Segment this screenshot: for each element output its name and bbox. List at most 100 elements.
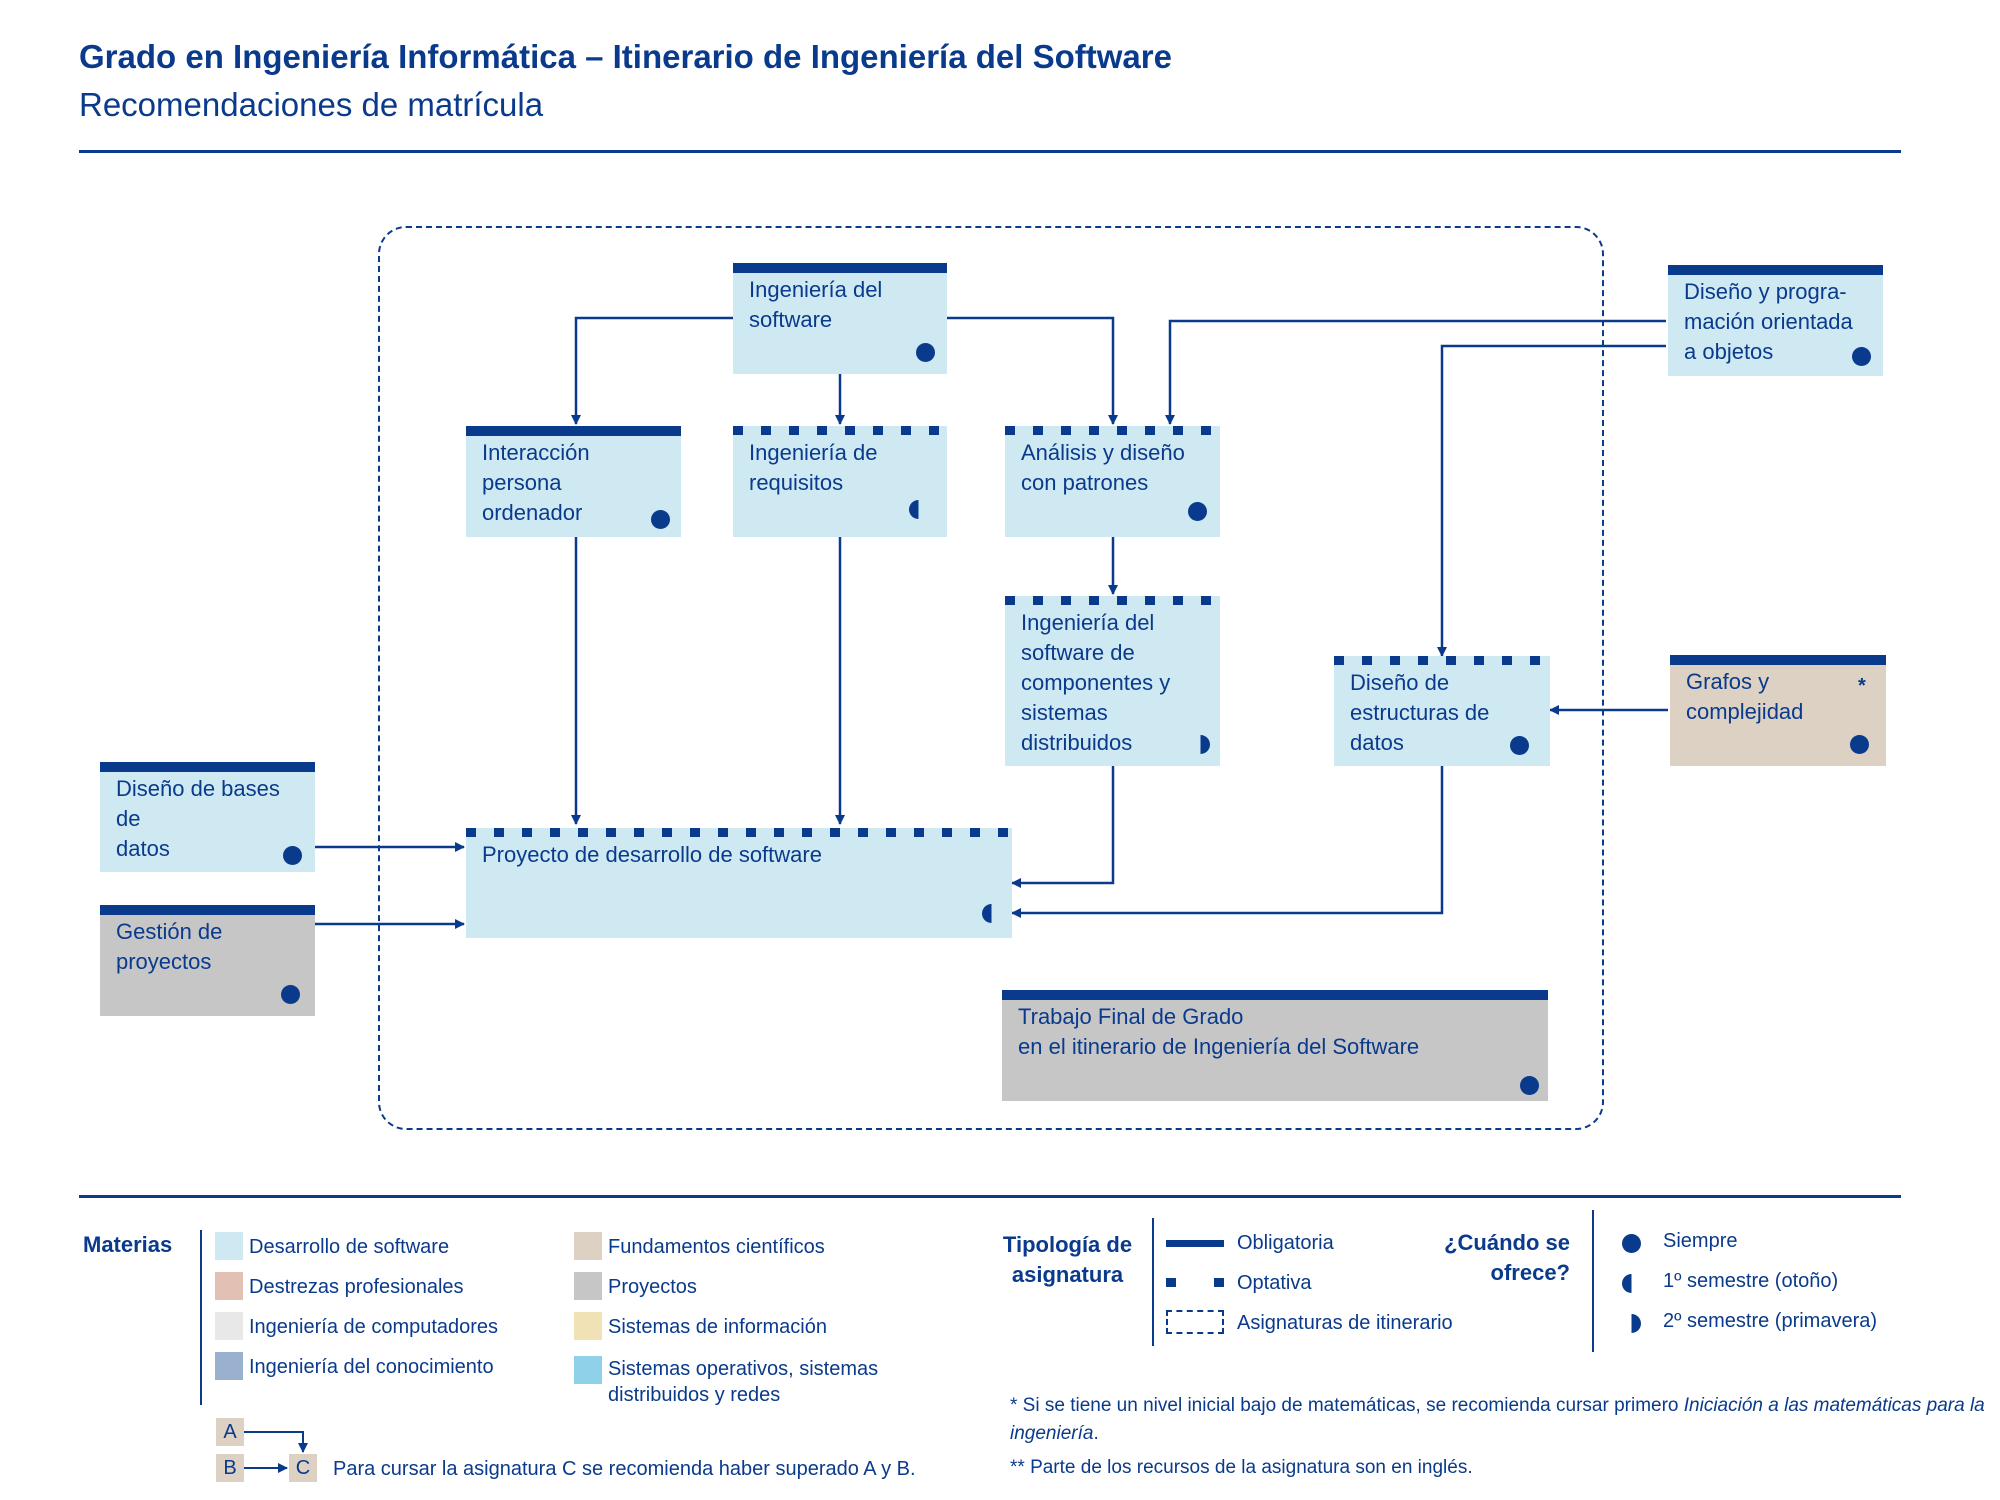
subject-label: Interacción persona ordenador [482, 440, 590, 525]
optional-bar [1005, 596, 1220, 605]
example-box-b: B [216, 1454, 244, 1482]
subject-proyecto-desarrollo: Proyecto de desarrollo de software [466, 828, 1012, 938]
legend-conocimiento: Ingeniería del conocimiento [249, 1356, 494, 1378]
legend-desarrollo-software: Desarrollo de software [249, 1236, 450, 1258]
legend-separator [200, 1230, 202, 1405]
arrow-estructuras-to-proyecto [1011, 766, 1444, 918]
always-icon [916, 343, 935, 362]
mandatory-bar [733, 263, 947, 273]
subject-label: Ingeniería del software de componentes y… [1021, 610, 1171, 755]
subject-diseno-poo: Diseño y progra- mación orientada a obje… [1668, 265, 1883, 376]
optional-bar [466, 828, 1012, 837]
legend-siempre: Siempre [1663, 1230, 1738, 1252]
swatch-fundamentos [574, 1232, 602, 1260]
subject-label: Diseño de bases de datos [116, 776, 280, 861]
itinerary-frame [378, 226, 1604, 1130]
legend-computadores: Ingeniería de computadores [249, 1316, 499, 1338]
swatch-sistemas-informacion [574, 1312, 602, 1340]
footnote-2: ** Parte de los recursos de la asignatur… [1010, 1457, 1473, 1478]
legend-separator [1152, 1218, 1154, 1346]
mandatory-bar [1002, 990, 1548, 1000]
subject-interaccion: Interacción persona ordenador [466, 426, 681, 537]
swatch-desarrollo-software [215, 1232, 243, 1260]
subject-requisitos: Ingeniería de requisitos [733, 426, 947, 537]
second-semester-icon [1622, 1314, 1641, 1333]
legend-optativa: Optativa [1237, 1272, 1312, 1294]
first-semester-icon [982, 904, 1001, 923]
example-box-c: C [289, 1454, 317, 1482]
always-icon [1850, 735, 1869, 754]
subject-ingenieria-software: Ingeniería del software [733, 263, 947, 374]
swatch-destrezas [215, 1272, 243, 1300]
arrow-componentes-to-proyecto [1011, 766, 1115, 888]
always-icon [281, 985, 300, 1004]
subject-tfg: Trabajo Final de Grado en el itinerario … [1002, 990, 1548, 1101]
legend-segundo-semestre: 2º semestre (primavera) [1663, 1310, 1878, 1332]
header-divider [79, 150, 1901, 153]
legend-obligatoria: Obligatoria [1237, 1232, 1334, 1254]
arrow-poo-to-estructuras [1437, 344, 1666, 657]
page-subtitle: Recomendaciones de matrícula [79, 86, 544, 123]
legend-sistemas-informacion: Sistemas de información [608, 1316, 827, 1338]
mandatory-bar [1668, 265, 1883, 275]
footnote-1: * Si se tiene un nivel inicial bajo de m… [1010, 1395, 1985, 1444]
legend-divider [79, 1195, 1901, 1198]
subject-label: Ingeniería de requisitos [749, 440, 878, 495]
mandatory-bar [466, 426, 681, 436]
legend-separator [1592, 1210, 1594, 1352]
always-icon [1852, 347, 1871, 366]
subject-bases-datos: Diseño de bases de datos [100, 762, 315, 872]
subject-label: Grafos y complejidad [1686, 669, 1804, 724]
always-icon [1510, 736, 1529, 755]
optional-bar [1334, 656, 1550, 665]
arrow-poo-to-analisis [1165, 319, 1666, 425]
legend-destrezas: Destrezas profesionales [249, 1276, 464, 1298]
example-text: Para cursar la asignatura C se recomiend… [333, 1458, 916, 1480]
mandatory-sample [1166, 1240, 1224, 1247]
subject-gestion-proyectos: Gestión de proyectos [100, 905, 315, 1016]
legend-fundamentos: Fundamentos científicos [608, 1236, 825, 1258]
swatch-sistemas-operativos [574, 1356, 602, 1384]
subject-label: Proyecto de desarrollo de software [482, 842, 822, 867]
swatch-computadores [215, 1312, 243, 1340]
mandatory-bar [100, 905, 315, 915]
cuando-title: ¿Cuándo se ofrece? [1444, 1230, 1570, 1285]
subject-label: Gestión de proyectos [116, 919, 223, 974]
legend-primer-semestre: 1º semestre (otoño) [1663, 1270, 1839, 1292]
subject-estructuras-datos: Diseño de estructuras de datos [1334, 656, 1550, 766]
swatch-conocimiento [215, 1352, 243, 1380]
always-icon [283, 846, 302, 865]
itinerary-sample [1166, 1310, 1224, 1334]
legend-proyectos: Proyectos [608, 1276, 697, 1298]
subject-label: Análisis y diseño con patrones [1021, 440, 1185, 495]
first-semester-icon [909, 500, 928, 519]
page-title: Grado en Ingeniería Informática – Itiner… [79, 38, 1172, 75]
subject-analisis-diseno: Análisis y diseño con patrones [1005, 426, 1220, 537]
example-box-a: A [216, 1418, 244, 1446]
optional-bar [733, 426, 947, 435]
always-icon [1188, 502, 1207, 521]
subject-label: Trabajo Final de Grado en el itinerario … [1018, 1004, 1420, 1059]
first-semester-icon [1622, 1274, 1641, 1293]
subject-label: Diseño de estructuras de datos [1350, 670, 1490, 755]
optional-sample [1166, 1278, 1224, 1287]
mandatory-bar [100, 762, 315, 772]
tipologia-title: Tipología de asignatura [1002, 1232, 1133, 1287]
subject-label: Ingeniería del software [749, 277, 883, 332]
always-icon [651, 510, 670, 529]
footnote-mark: * [1858, 675, 1866, 697]
subject-componentes: Ingeniería del software de componentes y… [1005, 596, 1220, 766]
swatch-proyectos [574, 1272, 602, 1300]
materias-title: Materias [83, 1232, 173, 1257]
mandatory-bar [1670, 655, 1886, 665]
subject-grafos: Grafos y complejidad * [1670, 655, 1886, 766]
legend-sistemas-operativos: Sistemas operativos, sistemas distribuid… [608, 1358, 879, 1406]
always-icon [1520, 1076, 1539, 1095]
always-icon [1622, 1234, 1641, 1253]
second-semester-icon [1191, 735, 1210, 754]
legend-itinerario: Asignaturas de itinerario [1237, 1312, 1453, 1334]
subject-label: Diseño y progra- mación orientada a obje… [1684, 279, 1853, 364]
arrow-is-to-interaccion [571, 316, 735, 425]
